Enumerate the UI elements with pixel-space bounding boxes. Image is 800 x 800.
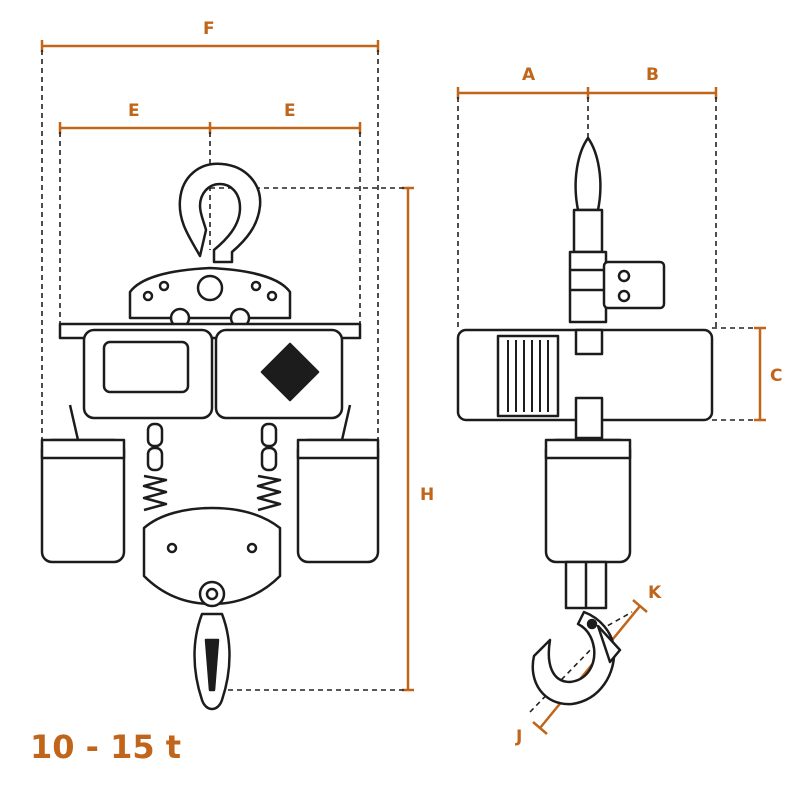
dim-label-E-right: E [284, 101, 296, 121]
extension-lines [41, 50, 756, 713]
dim-label-A: A [522, 65, 536, 85]
capacity-label: 10 - 15 t [30, 728, 182, 766]
cooling-fins [507, 340, 549, 412]
dim-label-K: K [648, 583, 662, 603]
side-top-hook-icon [574, 136, 602, 212]
side-view-hoist [456, 136, 714, 706]
warning-diamond-icon [260, 342, 320, 402]
springs [142, 474, 282, 512]
side-bottom-hook-icon [531, 610, 616, 706]
dim-label-J: J [515, 727, 522, 747]
dim-label-B: B [646, 65, 659, 85]
top-hook-icon [178, 162, 262, 264]
dim-label-C: C [770, 366, 782, 386]
chains [146, 422, 278, 472]
bottom-block [142, 506, 282, 606]
dim-label-F: F [203, 19, 215, 39]
dim-label-E-left: E [128, 101, 140, 121]
dim-label-H: H [420, 485, 434, 505]
side-control-box [602, 260, 666, 310]
front-view-hoist [40, 162, 380, 711]
dimension-labels: F E E A B C H J K [128, 19, 782, 747]
